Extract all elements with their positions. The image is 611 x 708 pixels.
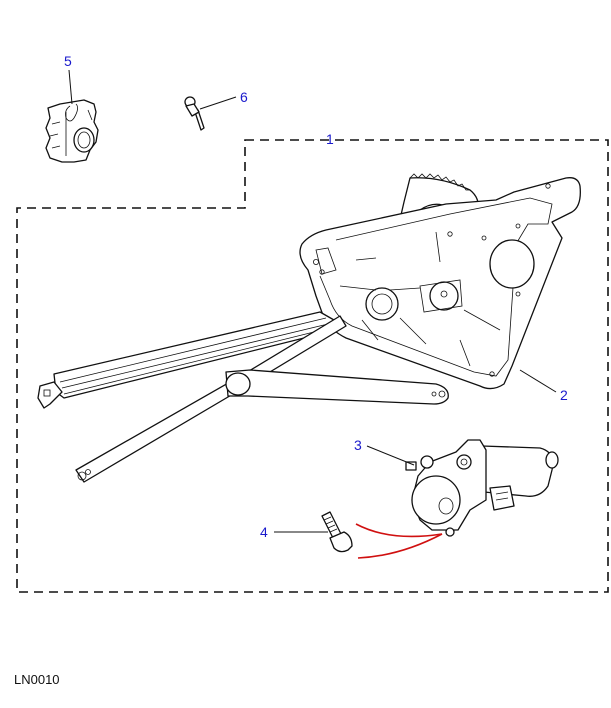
- regulator-assembly-part-2[interactable]: [37, 173, 581, 483]
- callout-3[interactable]: 3: [354, 437, 362, 453]
- kit-boundary: [16, 139, 609, 593]
- reference-code: LN0010: [14, 672, 60, 687]
- motor-wire: [355, 523, 443, 538]
- leader-6: [199, 96, 237, 110]
- callout-1[interactable]: 1: [326, 131, 334, 147]
- motor-wire-2: [357, 533, 443, 559]
- callout-2[interactable]: 2: [560, 387, 568, 403]
- bolt-part-4[interactable]: [321, 511, 353, 553]
- leader-2: [519, 369, 557, 393]
- leader-3: [366, 445, 415, 466]
- callout-6[interactable]: 6: [240, 89, 248, 105]
- clip-part-5[interactable]: [45, 99, 99, 163]
- callout-4[interactable]: 4: [260, 524, 268, 540]
- leader-5: [68, 69, 73, 105]
- window-motor-part-3[interactable]: [405, 439, 559, 537]
- pin-part-6[interactable]: [184, 96, 205, 131]
- callout-5[interactable]: 5: [64, 53, 72, 69]
